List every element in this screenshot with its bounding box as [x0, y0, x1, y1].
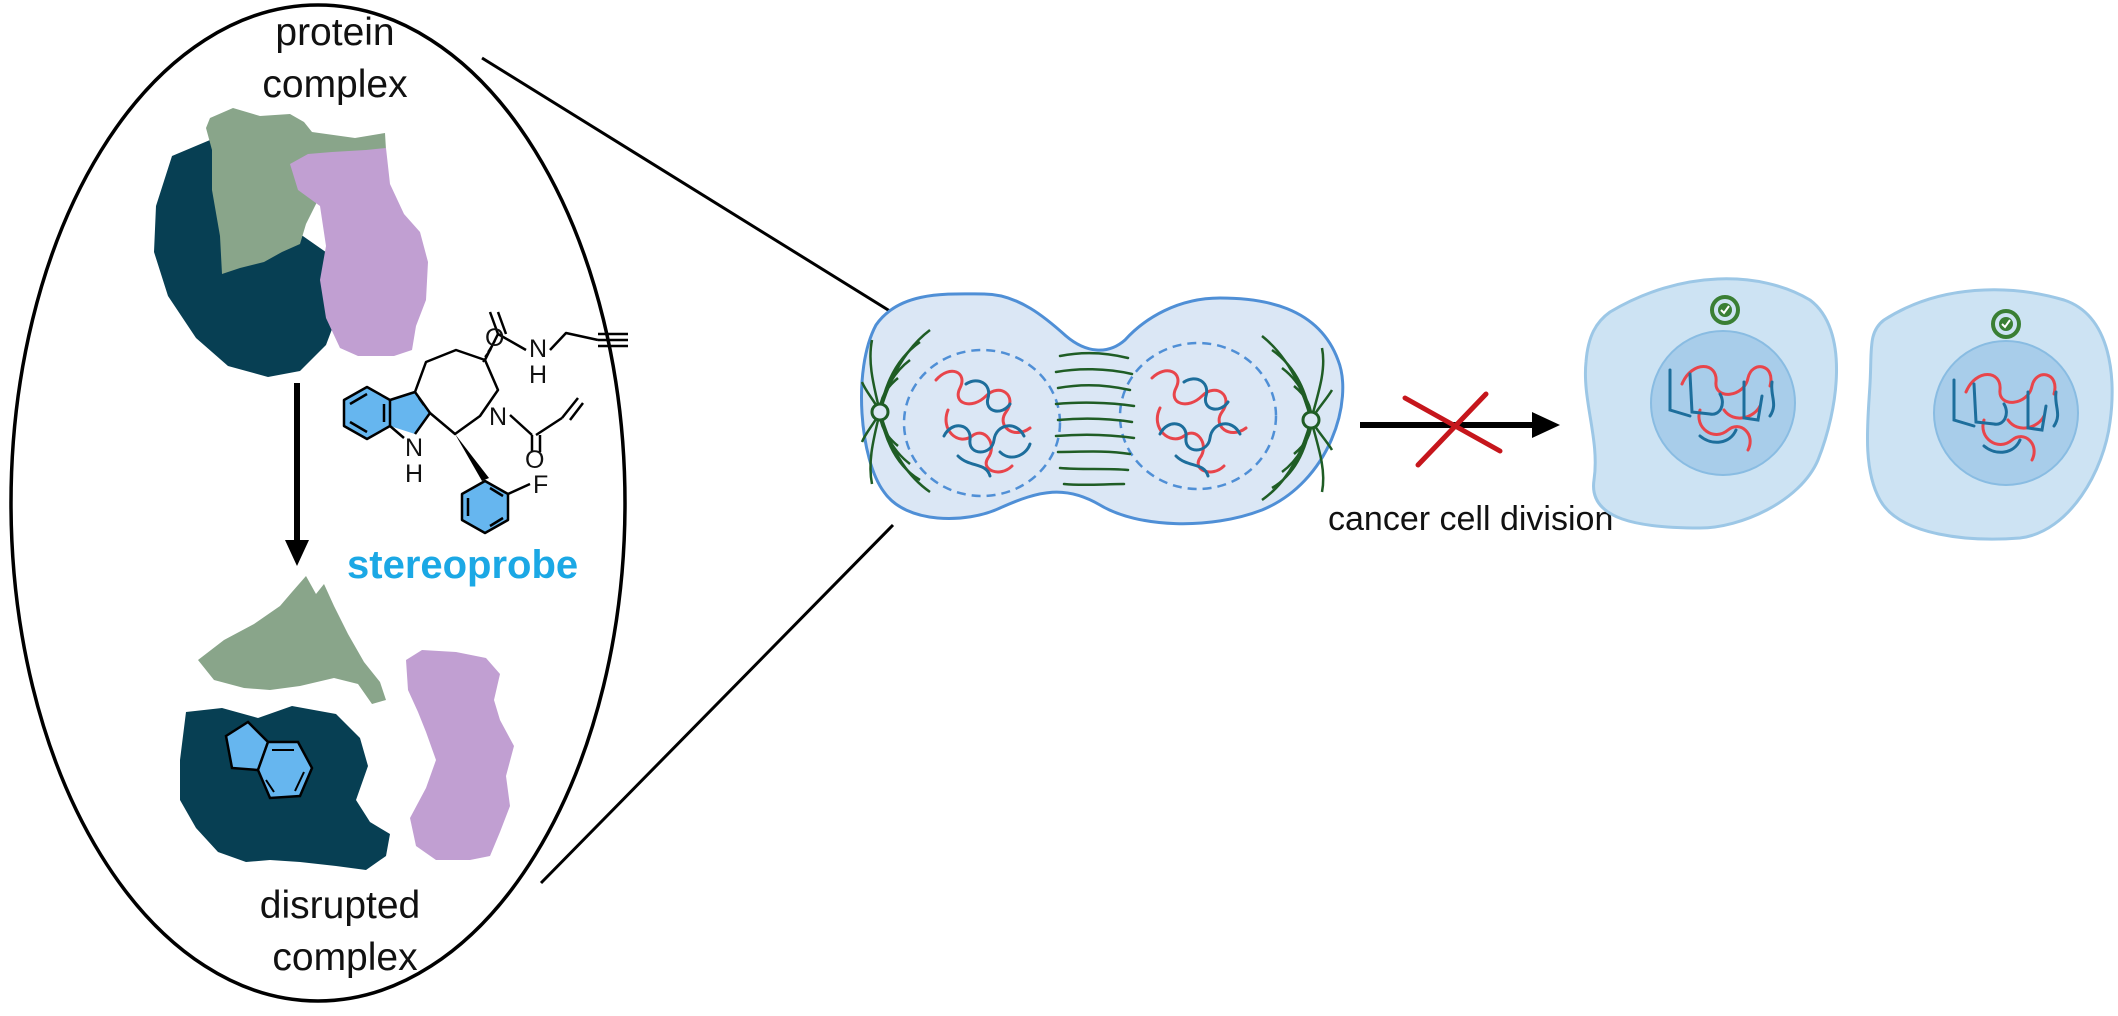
- nucleus-left: [902, 348, 1062, 498]
- disrupted-complex: disrupted complex: [180, 576, 514, 979]
- disrupted-label-line1: disrupted: [260, 884, 420, 927]
- atom-h-indole: H: [405, 460, 423, 488]
- daughter-cell-1: [1583, 277, 1838, 530]
- centrosome-right: [1301, 410, 1321, 430]
- protein-complex-label-line1: protein: [275, 11, 394, 54]
- cancer-cell-division-label: cancer cell division: [1328, 500, 1613, 538]
- check-badge-icon: [1710, 295, 1740, 325]
- disrupted-subunit-purple: [406, 650, 514, 860]
- protein-subunit-purple: [290, 148, 428, 356]
- indole-pyrrole-ring: [390, 392, 430, 434]
- daughter-chromatin-2: [1952, 373, 2060, 462]
- chromosomes-right: [1150, 369, 1248, 478]
- atom-h-amide: H: [529, 361, 547, 389]
- disrupted-label-line2: complex: [272, 936, 418, 979]
- zoom-line-top: [481, 56, 894, 315]
- protein-complex: protein complex: [154, 11, 428, 377]
- zoom-oval: [9, 3, 627, 1003]
- bound-probe-fragment: [224, 720, 314, 800]
- atom-o-acryl: O: [525, 446, 544, 474]
- dividing-cell-membrane: [860, 292, 1345, 526]
- stereoprobe-structure: O N H N O N H F stereoprobe: [342, 311, 628, 587]
- protein-subunit-green: [206, 108, 386, 274]
- fluorophenyl-ring: [462, 481, 508, 533]
- zoom-line-bottom: [539, 523, 895, 885]
- chromosomes-left: [934, 369, 1032, 478]
- daughter-chromatin-1: [1668, 365, 1776, 452]
- right-arrow-icon: [1360, 412, 1560, 438]
- stereoprobe-label: stereoprobe: [347, 543, 578, 587]
- stereo-hash-bond: [482, 340, 496, 363]
- blocked-cross-icon: [1402, 391, 1503, 468]
- atom-o-amide: O: [485, 324, 504, 352]
- stereo-wedge-bond: [455, 434, 489, 481]
- check-badge-icon: [1991, 309, 2021, 339]
- dividing-cancer-cell: [860, 292, 1345, 526]
- daughter-cell-2: [1865, 288, 2114, 541]
- protein-complex-label-line2: complex: [262, 63, 408, 106]
- spindle-midzone: [1054, 351, 1136, 487]
- atom-n-amide: N: [529, 335, 547, 363]
- nucleus-right: [1118, 341, 1278, 491]
- atom-n-indole: N: [405, 434, 423, 462]
- zoom-inset: [9, 3, 895, 1003]
- atom-fluorine: F: [533, 471, 548, 499]
- atom-n-ring: N: [489, 403, 507, 431]
- down-arrow-icon: [285, 383, 309, 566]
- centrosome-left: [870, 402, 890, 422]
- disrupted-subunit-green: [198, 576, 386, 704]
